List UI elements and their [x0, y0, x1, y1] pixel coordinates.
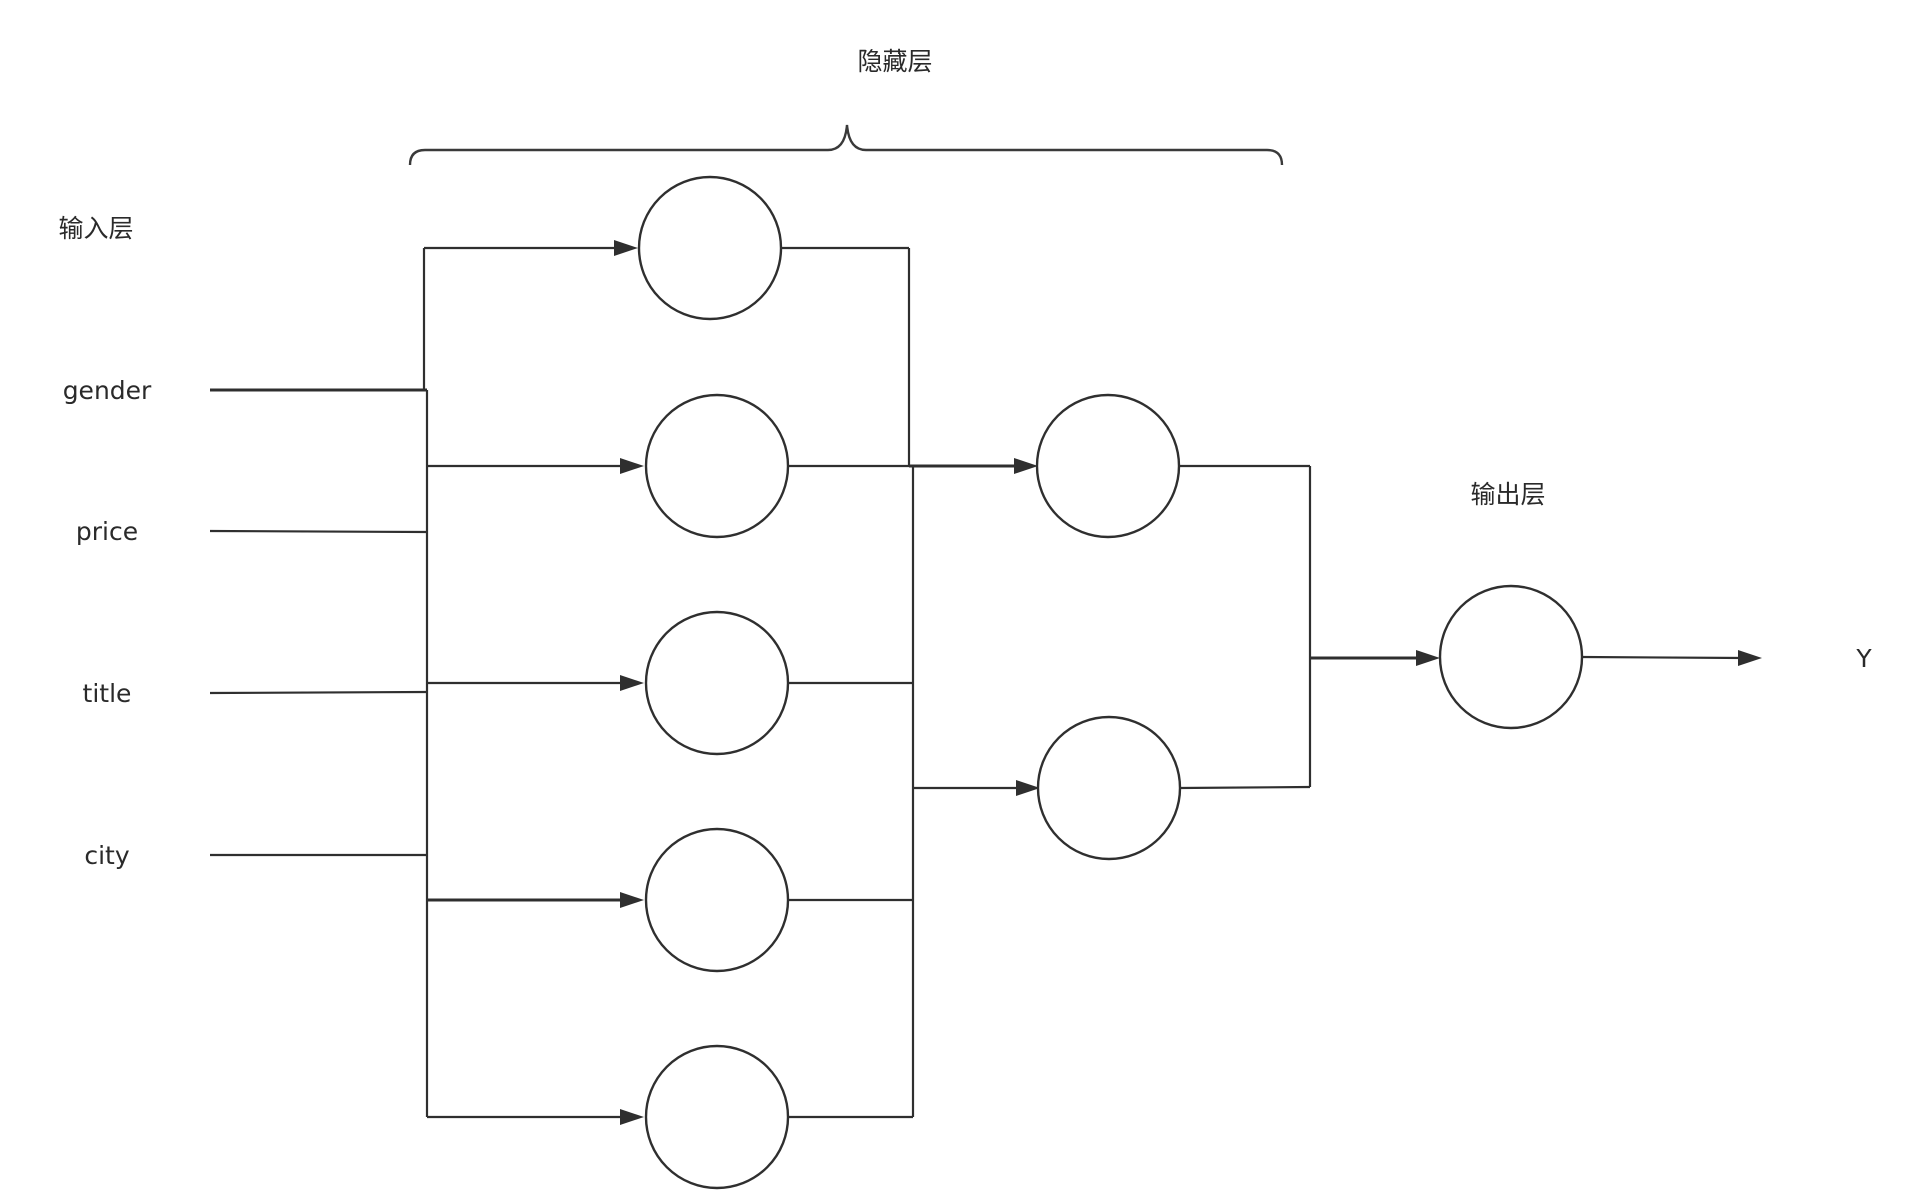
arrow-h2-1	[1014, 458, 1038, 474]
hidden1-node-2	[644, 393, 790, 539]
arrow-h2-2	[1016, 780, 1040, 796]
arrow-h1-2	[620, 458, 644, 474]
edge-h2-2-out	[1179, 785, 1311, 790]
output-var-label: Y	[1855, 644, 1872, 673]
input-layer-label: 输入层	[58, 214, 133, 243]
arrow-h1-4	[620, 892, 644, 908]
hidden-layer-brace	[408, 124, 1284, 166]
input-label-price: price	[76, 517, 138, 546]
hidden1-node-5	[644, 1044, 790, 1190]
arrow-y	[1738, 650, 1762, 666]
arrow-h1-5	[620, 1109, 644, 1125]
hidden1-node-4	[644, 827, 790, 973]
hidden2-node-2	[1036, 715, 1182, 861]
output-node	[1438, 584, 1584, 730]
input-label-gender: gender	[63, 376, 152, 405]
edge-output-y	[1581, 655, 1745, 660]
arrow-h1-3	[620, 675, 644, 691]
output-layer-label: 输出层	[1470, 480, 1545, 509]
hidden1-node-1	[637, 175, 783, 321]
input-label-title: title	[83, 679, 132, 708]
arrow-h1-1	[614, 240, 638, 256]
hidden2-node-1	[1035, 393, 1181, 539]
input-line-price	[209, 529, 428, 534]
hidden1-node-3	[644, 610, 790, 756]
arrow-output	[1416, 650, 1440, 666]
input-label-city: city	[84, 841, 129, 870]
hidden-layer-label: 隐藏层	[857, 47, 932, 76]
input-line-title	[209, 690, 428, 695]
